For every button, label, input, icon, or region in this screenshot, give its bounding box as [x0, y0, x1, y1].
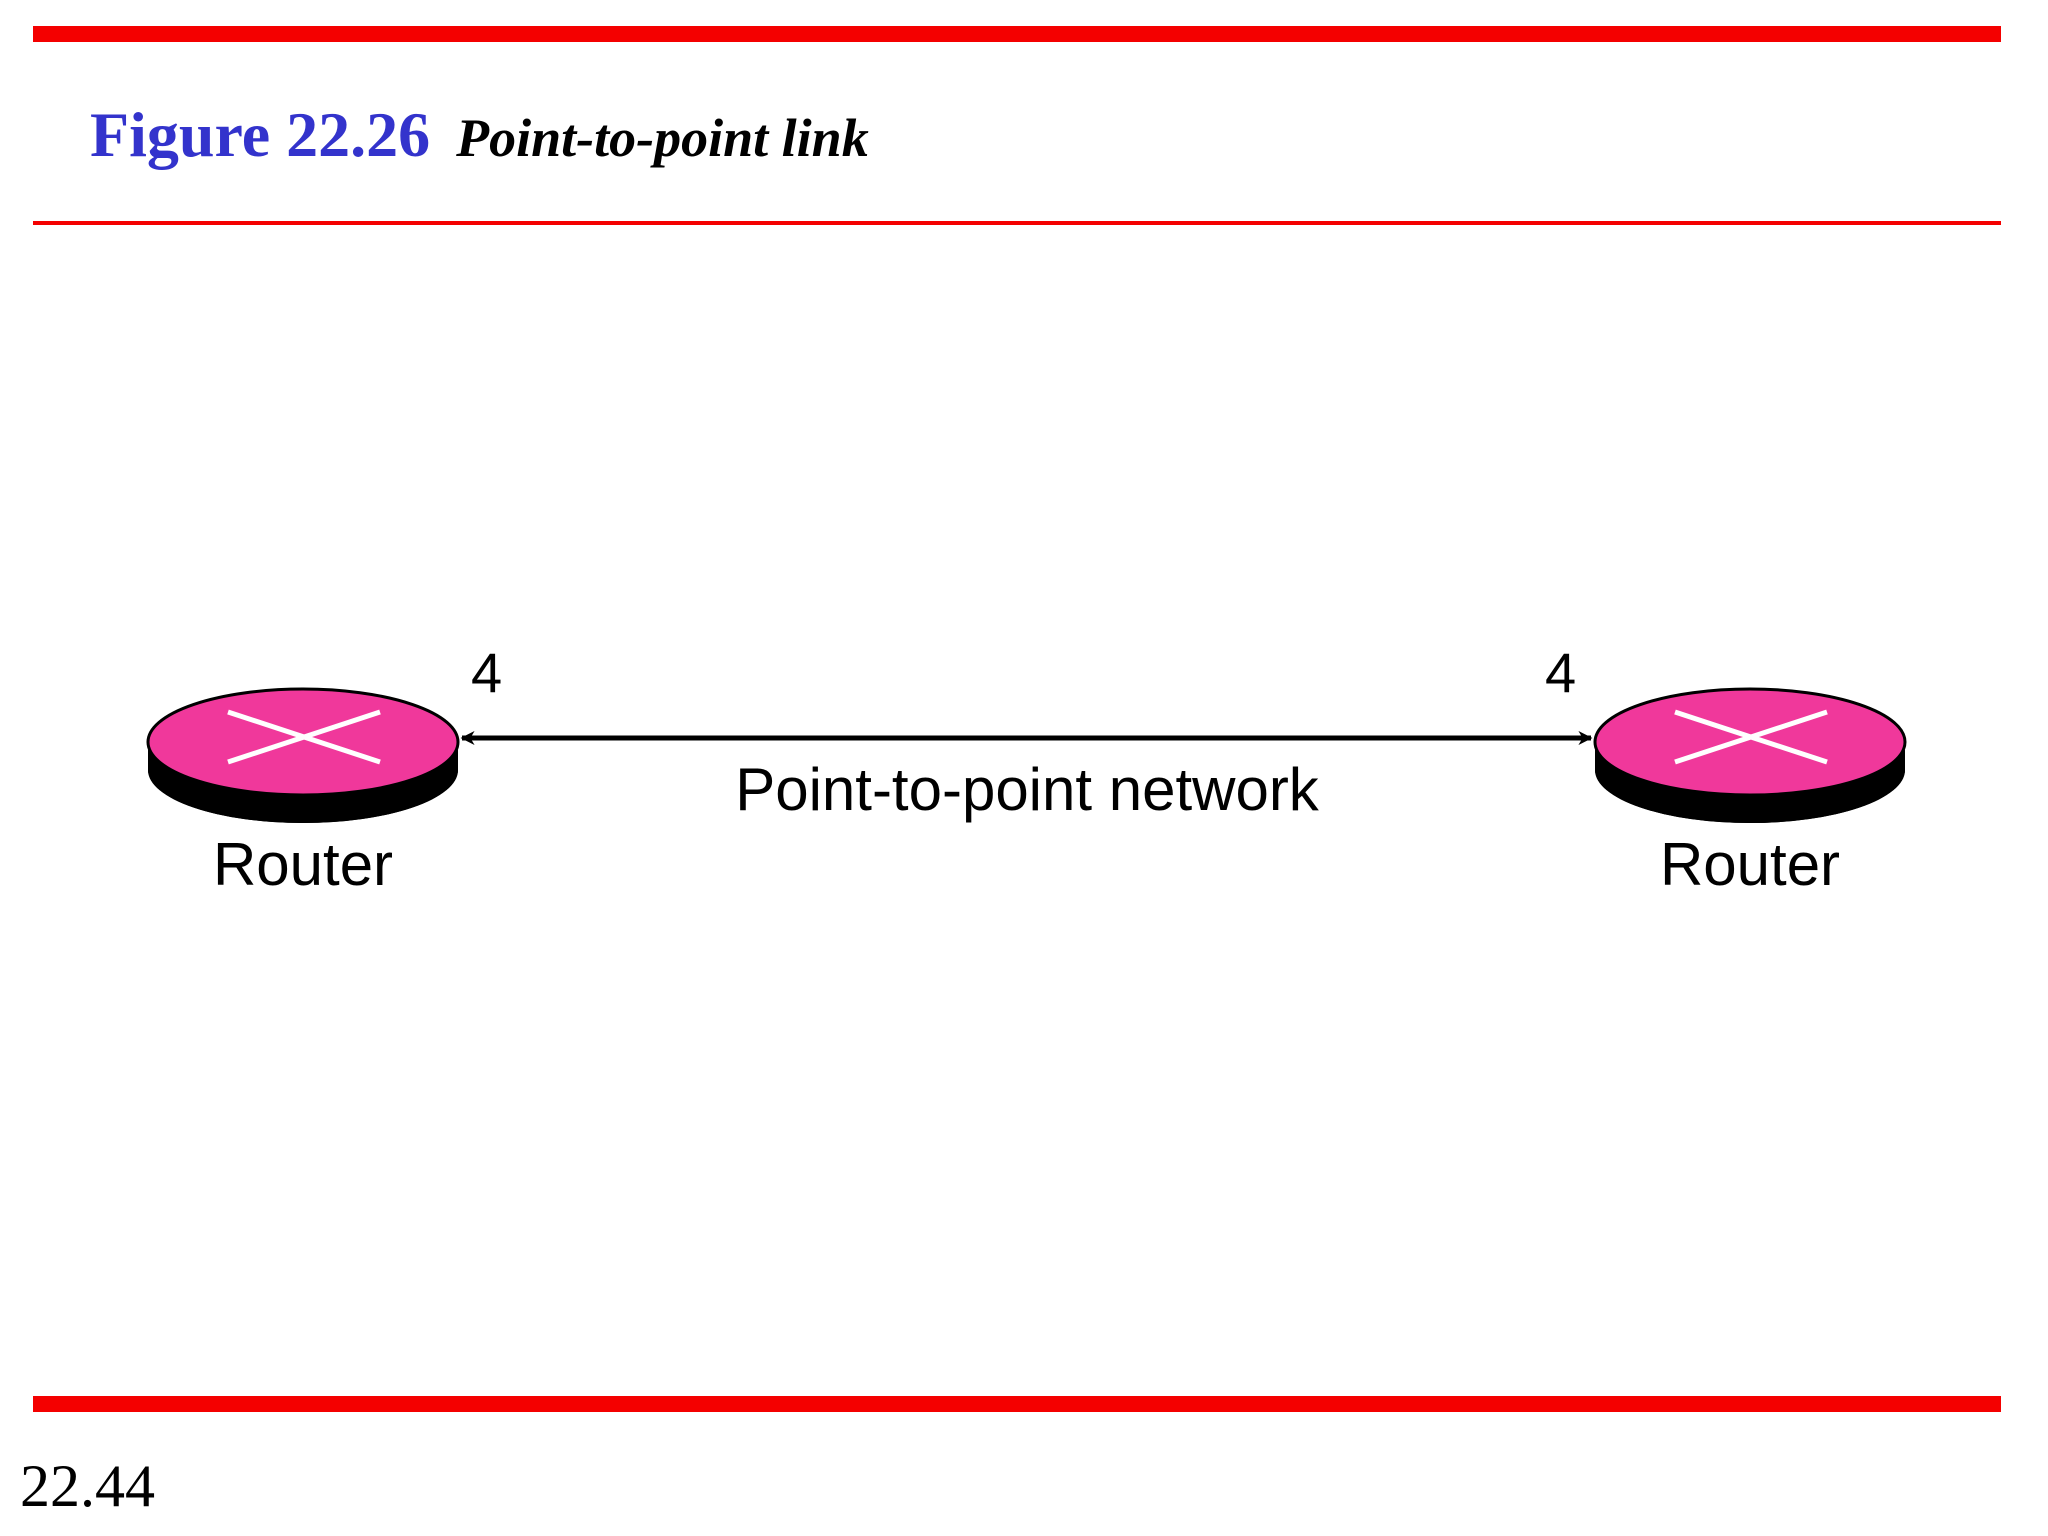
router-right-top: [1593, 687, 1907, 797]
slide-number: 22.44: [20, 1453, 155, 1519]
router-left-cross-icon: [227, 709, 381, 765]
figure-number: Figure 22.26: [90, 99, 431, 170]
interface-number-right: 4: [1545, 641, 1576, 704]
bottom-rule: [33, 1396, 2001, 1412]
router-right-label: Router: [1660, 831, 1840, 898]
interface-number-left: 4: [471, 641, 502, 704]
top-rule: [33, 26, 2001, 42]
link-label: Point-to-point network: [735, 756, 1320, 823]
figure-caption: Point-to-point link: [456, 108, 869, 168]
router-right-cross-icon: [1674, 709, 1828, 765]
router-left-label: Router: [213, 831, 393, 898]
router-left: [146, 687, 460, 823]
router-right: [1593, 687, 1907, 823]
title-rule: [33, 221, 2001, 225]
router-left-top: [146, 687, 460, 797]
figure-title: Figure 22.26 Point-to-point link: [90, 98, 869, 172]
